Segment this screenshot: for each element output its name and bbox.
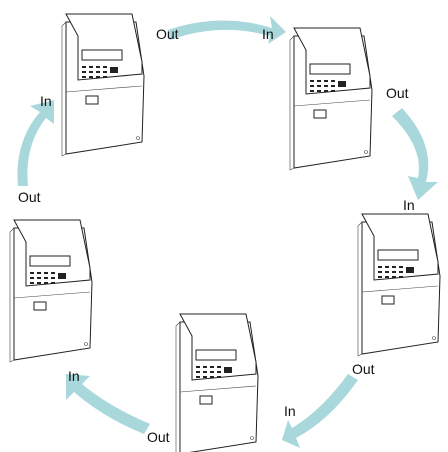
in-label-left: In	[68, 368, 80, 384]
panel-unit-top-left	[61, 13, 145, 157]
out-label-top-left: Out	[156, 26, 179, 42]
arrows	[17, 16, 438, 448]
in-label-bottom: In	[284, 403, 296, 419]
in-label-right: In	[403, 197, 415, 213]
out-label-top-right: Out	[386, 85, 409, 101]
out-label-bottom: Out	[147, 429, 170, 445]
in-label-top-right: In	[262, 26, 274, 42]
arrow-right	[392, 108, 438, 200]
in-label-top-left: In	[40, 93, 52, 109]
panel-unit-top-right	[289, 27, 373, 171]
arrow-top	[168, 16, 286, 44]
out-label-right: Out	[352, 361, 375, 377]
arrow-bottom-left	[66, 374, 150, 434]
panel-unit-left	[9, 219, 93, 363]
arrow-left	[17, 100, 54, 186]
out-label-left: Out	[18, 189, 41, 205]
arrow-bottom-right	[282, 374, 358, 448]
panel-unit-right	[357, 213, 441, 357]
panel-unit-bottom	[175, 313, 259, 452]
